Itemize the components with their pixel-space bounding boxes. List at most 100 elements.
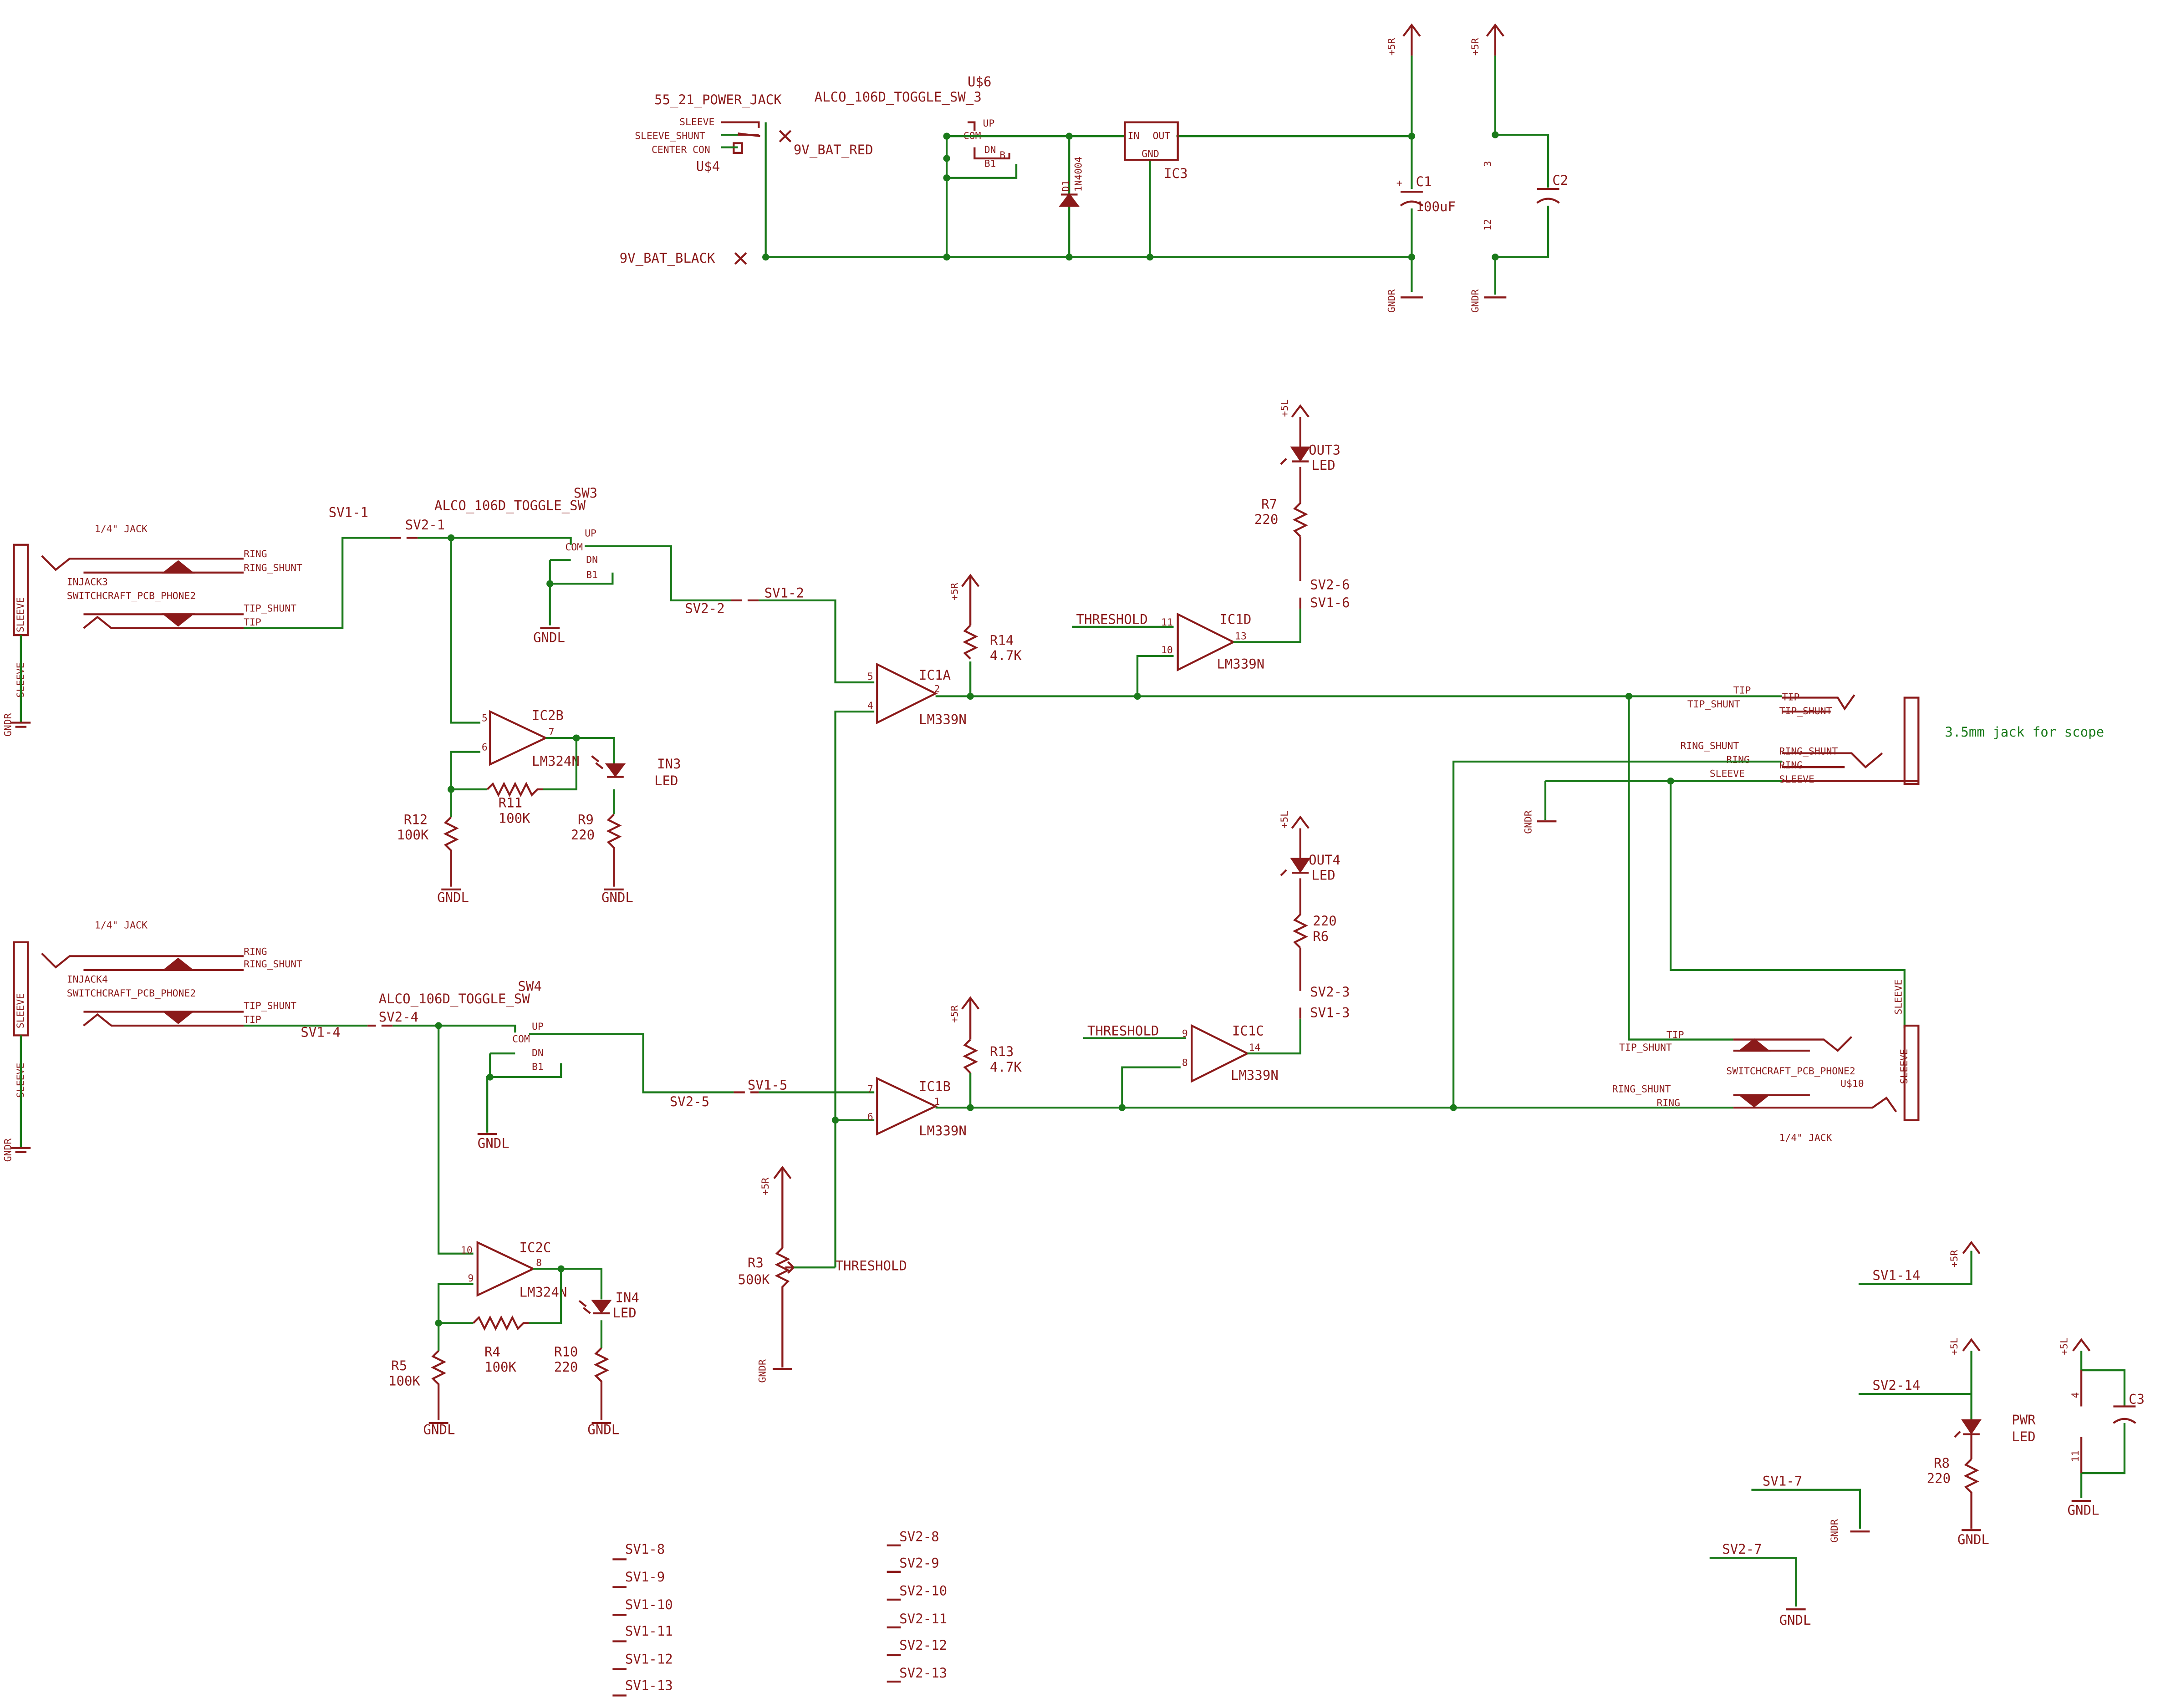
power-5r-a-label: +5R [1386,38,1398,56]
sv2-7-wire [1709,1557,1797,1607]
ic1c-threshold: THRESHOLD [1087,1023,1159,1038]
r8-gndl: GNDL [1957,1532,1989,1547]
ic2c-p8: 8 [536,1257,542,1269]
injack3-ring-shunt: RING_SHUNT [244,563,302,574]
c1-val: 100uF [1416,199,1456,214]
u6-b1: B1 [984,158,996,169]
ic3-ref: IC3 [1164,166,1187,181]
unused-sv2-pins [887,1544,901,1683]
injack4-group: SLEEVE SLEEVE 1/4" JACK INJACK4 SWITCHCR… [2,920,368,1162]
r11-ref: R11 [499,795,522,811]
ic1d-wires [1072,609,1301,643]
out4-led-symbol [1290,858,1311,874]
injack3-sleeve-1: SLEEVE [15,597,26,632]
r9-symbol [606,813,622,887]
ic1c-symbol [1191,1024,1250,1083]
u6-name: ALCO_106D_TOGGLE_SW_3 [815,89,982,105]
ic2b-symbol [489,710,548,766]
ic2b-p5: 5 [482,712,488,724]
ic2b-p6: 6 [482,742,488,753]
power-section: 55_21_POWER_JACK SLEEVE SLEEVE_SHUNT CEN… [620,23,1568,313]
threshold-pot: +5R R3 500K THRESHOLD GNDR [738,1165,907,1383]
scope-jack-body [1903,696,1920,785]
sv2-14-rail-label: +5L [1949,1337,1960,1355]
out4-led-bar [1280,815,1310,876]
ic2c-p10: 10 [461,1245,473,1256]
ic1d-symbol [1177,612,1236,671]
ic3-gnd: GND [1142,148,1159,160]
injack3-gnd [11,722,31,728]
wire-5r-out [1176,56,1413,292]
injack3-ring: RING [244,549,267,560]
sv1-14-rail [1962,1240,1981,1254]
ch2-sw-gnd-wire [486,1052,562,1133]
c3-ref: C3 [2129,1391,2145,1407]
injack4-quarter: 1/4" JACK [95,920,148,931]
out4-val: LED [1311,867,1335,883]
u6-b: B [999,150,1005,161]
ic2c-p9: 9 [468,1273,474,1284]
outjack-arrows [1737,1038,1771,1108]
sv1-7: SV1-7 [1763,1474,1802,1489]
ic1b-p1: 1 [934,1096,940,1108]
ic2b-wires [450,737,615,818]
ch2-to-ic1b [759,1091,875,1121]
r3-rail [773,1165,792,1248]
injack4-tip-shunt: TIP_SHUNT [244,1000,296,1012]
ch1-sv2-6: SV2-6 [1310,577,1350,592]
unused-sv2-5: SV2-13 [899,1665,947,1681]
pwr-led-bar [1954,1430,1980,1459]
r13-rail-label: +5R [949,1005,961,1023]
ch2-sw-wire [392,1024,734,1255]
in3-val: LED [654,773,678,788]
r3-rail-label: +5R [760,1178,771,1195]
injack4-gndr: GNDR [2,1139,14,1162]
scope-title: 3.5mm jack for scope [1945,724,2104,740]
sw3-com: COM [565,542,583,553]
ic3-body [1124,121,1179,161]
injack4-ref: INJACK4 [67,974,108,985]
r14-symbol [963,625,978,660]
scope-ring-shunt-lbl-b: RING_SHUNT [1779,746,1838,757]
c3-rail [2072,1338,2091,1352]
injack4-body [13,941,29,1037]
r9-ref: R9 [578,812,594,827]
pwr-led-symbol [1961,1419,1982,1435]
scope-contacts [1782,694,1919,782]
power-5r-b-arrow [1486,23,1504,56]
outjack-tip-shunt: TIP_SHUNT [1619,1042,1672,1053]
r5-symbol [431,1350,447,1421]
r10-ref: R10 [554,1344,578,1360]
outjack-ring: RING [1657,1098,1681,1109]
scope-sleeve-lbl-b: SLEEVE [1779,774,1814,785]
injack3-quarter: 1/4" JACK [95,524,148,535]
injack3-ref: INJACK3 [67,576,108,588]
ic1c-val: LM339N [1231,1068,1279,1083]
r3-val: 500K [738,1272,770,1287]
injack3-gndr: GNDR [2,713,14,737]
power-jack-center-label: CENTER_CON [652,144,710,156]
out3-rail: +5L [1279,399,1290,417]
injack4-tip: TIP [244,1014,261,1026]
c3-gndl: GNDL [2068,1503,2100,1518]
power-jack-sleeve-label: SLEEVE [679,117,714,128]
r5-val: 100K [388,1373,420,1389]
scope-tip-lbl-a: TIP [1733,685,1751,696]
ch1-sv1-2: SV1-2 [764,585,804,601]
r11-symbol [486,782,543,798]
ic1d-ref: IC1D [1219,612,1251,627]
in3-led-symbol [605,763,626,778]
r8-symbol [1963,1459,1979,1529]
scope-jack: 3.5mm jack for scope TIP TIP_SHUNT TIP T… [1452,685,2104,1108]
u6-dn: DN [984,144,996,156]
injack4-ring: RING [244,946,267,957]
r3-gndr: GNDR [757,1359,769,1383]
unused-sv2-4: SV2-12 [899,1637,947,1653]
u6-up: UP [983,118,995,129]
sv1-7-gndr: GNDR [1829,1519,1840,1543]
sw4-name: ALCO_106D_TOGGLE_SW [379,991,530,1007]
in4-led-symbol [591,1300,612,1314]
r14-rail [961,574,980,625]
scope-ring-lbl-a: RING [1726,754,1750,766]
injack4-arrows [161,957,195,1024]
